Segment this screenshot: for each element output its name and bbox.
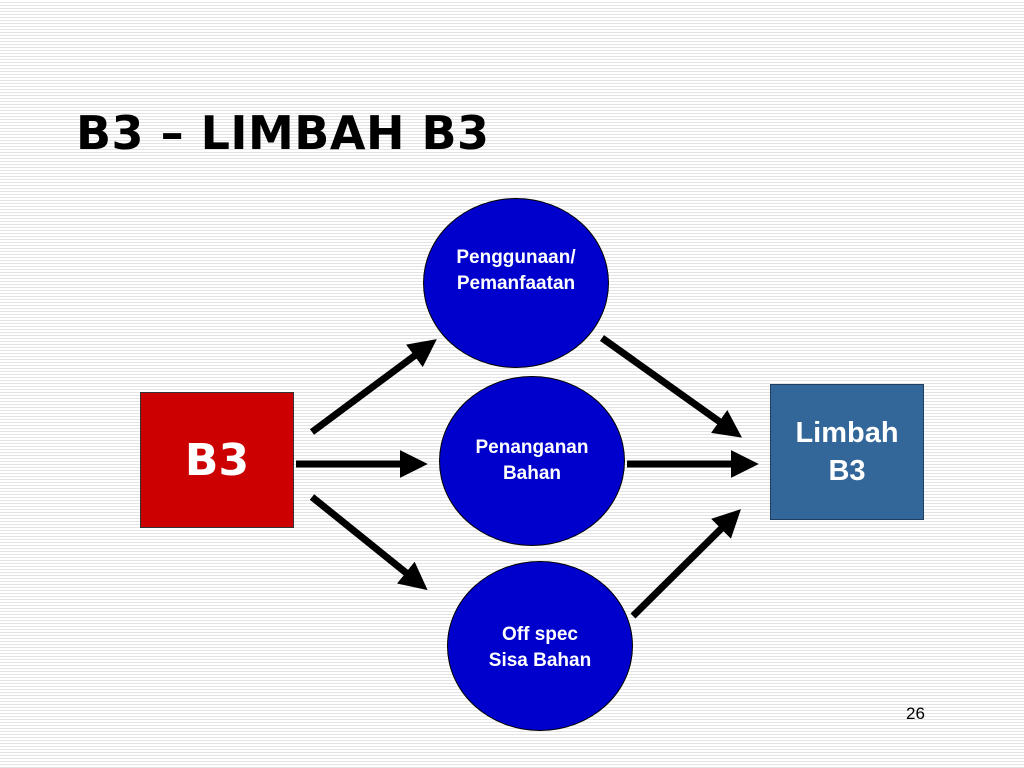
arrow-offspec-to-limbah (630, 509, 741, 619)
b3-box: B3 (140, 392, 294, 528)
penanganan-line-1: Penanganan (475, 437, 589, 458)
b3-box-label: B3 (184, 434, 250, 486)
penanganan-line-2: Bahan (502, 463, 562, 484)
penggunaan-node: Penggunaan/ Pemanfaatan (423, 198, 609, 368)
limbah-b3-box: Limbah B3 (770, 384, 924, 520)
penanganan-node: Penanganan Bahan (439, 376, 625, 546)
page-number: 26 (906, 704, 925, 723)
penggunaan-line-1: Penggunaan/ (456, 247, 576, 268)
arrow-penggunaan-to-limbah (599, 335, 742, 438)
offspec-line-1: Off spec (501, 624, 579, 645)
arrow-b3-to-penggunaan (309, 339, 437, 435)
offspec-line-2: Sisa Bahan (488, 650, 592, 671)
slide-title: B3 – LIMBAH B3 (76, 106, 490, 160)
penggunaan-line-2: Pemanfaatan (456, 273, 576, 294)
limbah-b3-line-1: Limbah (795, 417, 899, 449)
arrow-b3-to-offspec (309, 494, 428, 591)
offspec-node: Off spec Sisa Bahan (447, 561, 633, 731)
limbah-b3-line-2: B3 (828, 455, 866, 487)
